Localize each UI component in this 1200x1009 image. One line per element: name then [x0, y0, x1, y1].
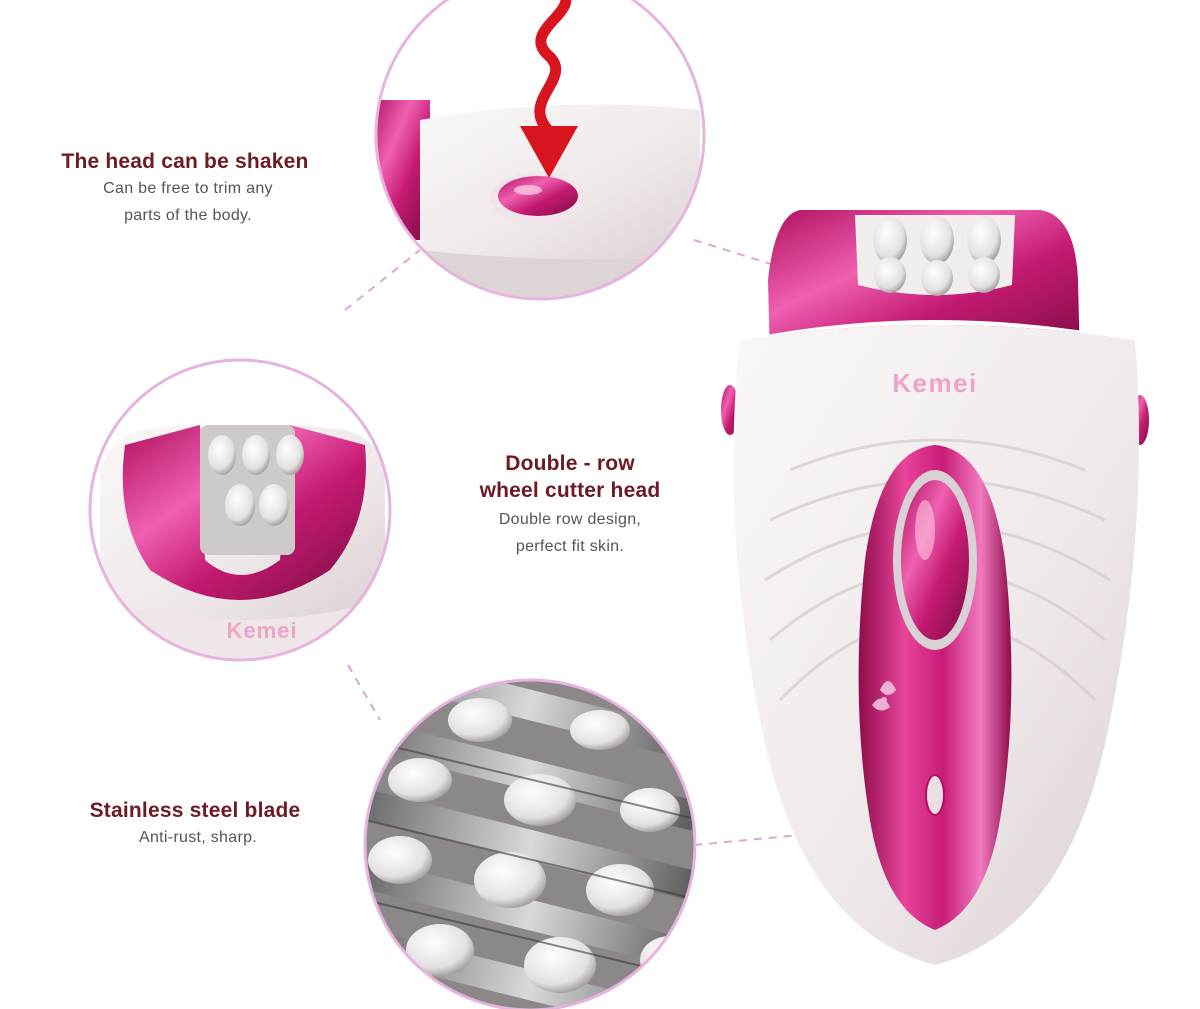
head-button-closeup: [374, 0, 706, 301]
steel-blade-closeup: [363, 678, 697, 1009]
feature-description-line: Anti-rust, sharp.: [138, 829, 258, 846]
feature-description-line: Double row design,: [498, 511, 642, 528]
feature-description-line: perfect fit skin.: [515, 538, 625, 555]
feature-title-line: wheel cutter head: [479, 479, 661, 502]
feature-description-line: parts of the body.: [124, 207, 252, 224]
epilator-device: Kemei: [721, 210, 1149, 965]
flower-icon: [872, 681, 896, 711]
feature-title-line: Double - row: [505, 452, 635, 475]
double-row-head-closeup: Kemei: [88, 358, 392, 662]
feature-steel-blade: Stainless steel blade Anti-rust, sharp.: [30, 797, 360, 851]
feature-title: The head can be shaken: [61, 150, 309, 173]
dashed-connector-lines: [344, 239, 801, 846]
feature-head-shakeable: The head can be shaken Can be free to tr…: [20, 148, 350, 229]
down-arrow-icon: [520, 0, 578, 178]
brand-logo-small: Kemei: [226, 618, 297, 643]
feature-double-row-head: Double - row wheel cutter head Double ro…: [440, 450, 700, 560]
feature-description-line: Can be free to trim any: [103, 180, 273, 197]
brand-logo: Kemei: [892, 368, 978, 398]
feature-title: Stainless steel blade: [89, 799, 301, 822]
